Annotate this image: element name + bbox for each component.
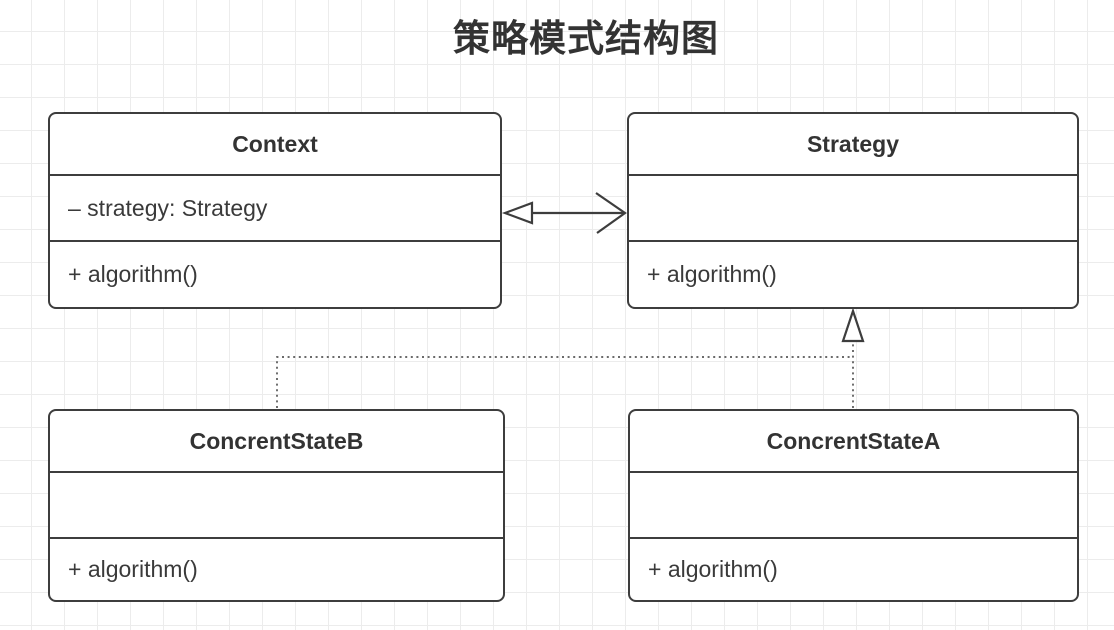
- class-box-concrentstateb: ConcrentStateB + algorithm(): [48, 409, 505, 602]
- association-context-strategy: [501, 192, 627, 234]
- class-methods: + algorithm(): [648, 556, 778, 582]
- class-attributes: – strategy: Strategy: [50, 176, 500, 242]
- class-box-concrentstatea: ConcrentStateA + algorithm(): [628, 409, 1079, 602]
- class-attributes: [630, 473, 1077, 539]
- class-name: Context: [50, 114, 500, 176]
- class-box-strategy: Strategy + algorithm(): [627, 112, 1079, 309]
- hollow-triangle-arrowhead-icon: [501, 201, 534, 225]
- hollow-triangle-arrowhead-icon: [841, 307, 865, 343]
- class-attributes: [629, 176, 1077, 242]
- open-arrowhead-icon: [595, 192, 627, 234]
- class-name: ConcrentStateA: [630, 411, 1077, 473]
- class-name: Strategy: [629, 114, 1077, 176]
- diagram-title: 策略模式结构图: [453, 18, 719, 59]
- class-methods: + algorithm(): [647, 261, 777, 287]
- class-methods: + algorithm(): [68, 556, 198, 582]
- realization-line-concrentstateb: [276, 356, 853, 408]
- realization-connectors: [276, 307, 865, 408]
- class-methods: + algorithm(): [68, 261, 198, 287]
- class-name: ConcrentStateB: [50, 411, 503, 473]
- class-attributes: [50, 473, 503, 539]
- class-box-context: Context – strategy: Strategy + algorithm…: [48, 112, 502, 309]
